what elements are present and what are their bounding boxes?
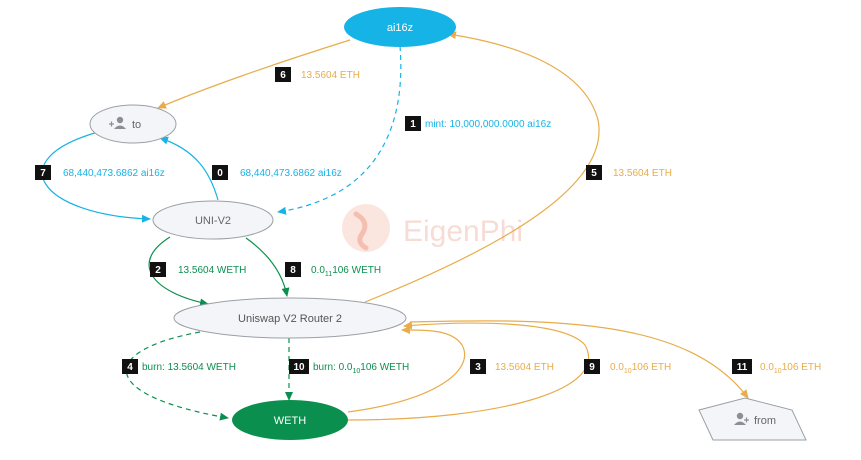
- edge-4[interactable]: [125, 331, 229, 421]
- svg-text:9: 9: [589, 362, 595, 373]
- svg-text:6: 6: [280, 70, 286, 81]
- svg-text:13.5604 WETH: 13.5604 WETH: [178, 265, 246, 276]
- edge-label-7: 7 68,440,473.6862 ai16z: [35, 165, 165, 180]
- svg-text:0.011106 WETH: 0.011106 WETH: [311, 265, 381, 278]
- node-univ2-label: UNI-V2: [195, 215, 231, 227]
- edge-8[interactable]: [245, 237, 290, 297]
- svg-text:13.5604 ETH: 13.5604 ETH: [301, 70, 360, 81]
- watermark-text: EigenPhi: [403, 215, 523, 248]
- edge-label-0: 0 68,440,473.6862 ai16z: [212, 165, 342, 180]
- svg-text:11: 11: [737, 362, 748, 373]
- svg-text:mint: 10,000,000.0000 ai16z: mint: 10,000,000.0000 ai16z: [425, 119, 551, 130]
- node-weth[interactable]: WETH: [232, 400, 348, 440]
- node-to[interactable]: to: [89, 104, 177, 144]
- svg-text:68,440,473.6862 ai16z: 68,440,473.6862 ai16z: [240, 168, 342, 179]
- edge-label-3: 3 13.5604 ETH: [470, 359, 554, 374]
- edge-11[interactable]: [409, 320, 749, 399]
- svg-text:2: 2: [155, 265, 161, 276]
- node-router-label: Uniswap V2 Router 2: [238, 313, 342, 325]
- svg-text:8: 8: [290, 265, 296, 276]
- user-icon: [734, 412, 749, 425]
- svg-text:10: 10: [293, 362, 305, 373]
- edge-7[interactable]: [41, 131, 151, 223]
- edge-label-1: 1 mint: 10,000,000.0000 ai16z: [405, 116, 551, 131]
- edge-0[interactable]: [159, 136, 219, 201]
- edge-1[interactable]: [277, 45, 402, 215]
- svg-text:burn: 13.5604 WETH: burn: 13.5604 WETH: [142, 362, 236, 373]
- svg-text:7: 7: [40, 168, 46, 179]
- svg-text:68,440,473.6862 ai16z: 68,440,473.6862 ai16z: [63, 168, 165, 179]
- user-icon: [109, 116, 126, 129]
- edge-5[interactable]: [364, 31, 600, 303]
- svg-text:0.010106 ETH: 0.010106 ETH: [610, 362, 671, 375]
- node-weth-label: WETH: [274, 415, 306, 427]
- edge-label-6: 6 13.5604 ETH: [275, 67, 360, 82]
- edge-label-10: 10 burn: 0.010106 WETH: [289, 359, 409, 375]
- edge-label-2: 2 13.5604 WETH: [150, 262, 246, 277]
- svg-text:burn: 0.010106 WETH: burn: 0.010106 WETH: [313, 362, 409, 375]
- edge-label-11: 11 0.010106 ETH: [732, 359, 821, 375]
- svg-text:4: 4: [127, 362, 133, 373]
- node-univ2[interactable]: UNI-V2: [152, 200, 274, 240]
- edge-label-8: 8 0.011106 WETH: [285, 262, 381, 278]
- edge-label-4: 4 burn: 13.5604 WETH: [122, 359, 236, 374]
- svg-text:0.010106 ETH: 0.010106 ETH: [760, 362, 821, 375]
- svg-text:5: 5: [591, 168, 597, 179]
- svg-text:13.5604 ETH: 13.5604 ETH: [495, 362, 554, 373]
- edge-9[interactable]: [347, 321, 590, 421]
- node-from-label: from: [754, 415, 776, 427]
- edge-label-5: 5 13.5604 ETH: [586, 165, 672, 180]
- node-router[interactable]: Uniswap V2 Router 2: [173, 297, 407, 339]
- svg-text:13.5604 ETH: 13.5604 ETH: [613, 168, 672, 179]
- edge-3[interactable]: [347, 326, 466, 413]
- watermark: EigenPhi: [342, 204, 523, 252]
- node-to-label: to: [132, 119, 141, 131]
- svg-text:1: 1: [410, 119, 416, 130]
- node-from[interactable]: from: [698, 397, 807, 441]
- svg-text:3: 3: [475, 362, 481, 373]
- node-ai16z-label: ai16z: [387, 22, 413, 34]
- edge-6[interactable]: [157, 39, 351, 109]
- svg-text:0: 0: [217, 168, 223, 179]
- edge-label-9: 9 0.010106 ETH: [584, 359, 671, 375]
- node-ai16z[interactable]: ai16z: [344, 7, 456, 47]
